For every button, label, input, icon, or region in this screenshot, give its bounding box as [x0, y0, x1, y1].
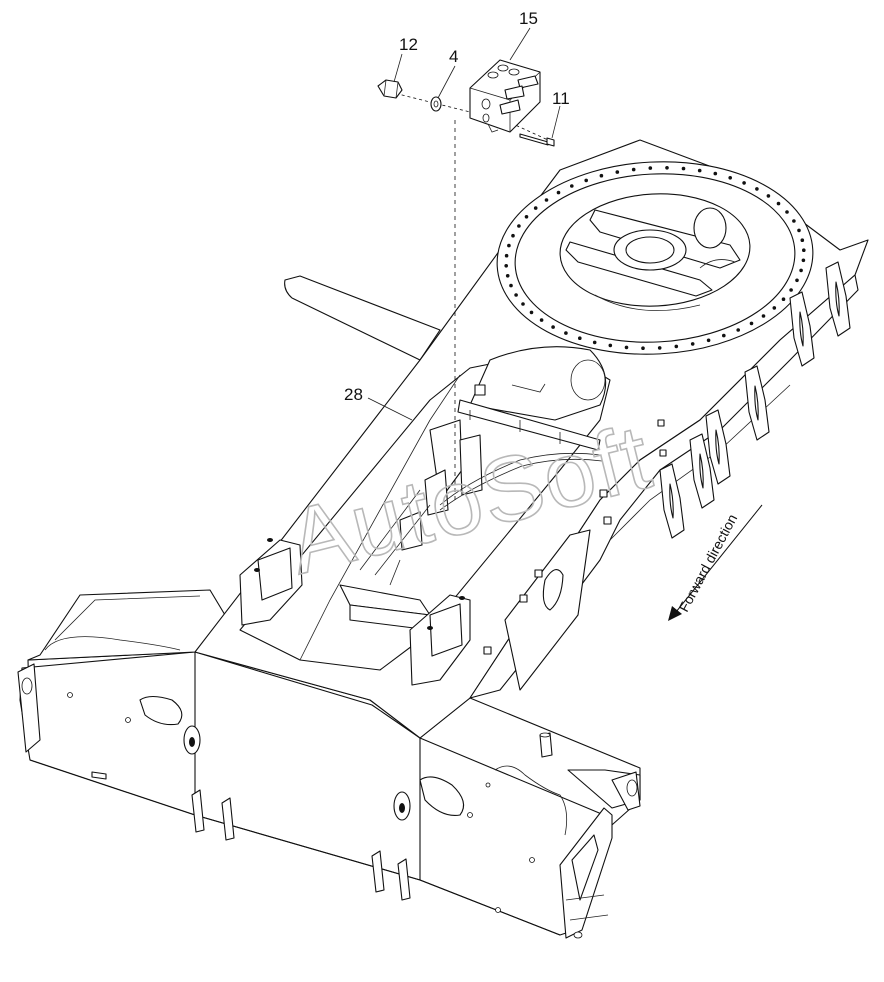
ring-bolt-hole: [539, 318, 544, 322]
callout-15: 15: [519, 9, 538, 28]
ring-bolt-hole: [624, 345, 629, 350]
ring-bolt-hole: [797, 228, 801, 233]
ring-bolt-hole: [789, 288, 793, 292]
side-lug-slot: [699, 453, 704, 489]
nut-part: [377, 79, 403, 99]
callout-labels: 12 4 15 11 28: [344, 9, 570, 404]
ring-bolt-hole: [736, 328, 740, 332]
ring-bolt-hole: [761, 314, 766, 318]
side-lug-slot: [669, 483, 674, 519]
ring-bolt-hole: [800, 238, 805, 242]
ring-bolt-hole: [514, 293, 518, 297]
rear-cross-beam: [17, 589, 641, 939]
ring-bolt-hole: [529, 310, 534, 315]
ring-bolt-hole: [615, 170, 620, 174]
ring-bolt-hole: [564, 331, 568, 335]
ring-bolt-hole: [706, 338, 711, 343]
ring-bolt-hole: [749, 321, 754, 326]
ring-bolt-hole: [799, 268, 803, 273]
hydraulic-block-assembly: [377, 59, 555, 500]
ring-bolt-hole: [781, 297, 786, 302]
ring-bolt-hole: [690, 342, 695, 346]
ring-bolt-hole: [556, 190, 561, 195]
ring-bolt-hole: [772, 306, 777, 310]
forward-direction-indicator: Forward direction: [675, 511, 740, 614]
ring-bolt-hole: [505, 274, 510, 278]
ring-bolt-hole: [517, 224, 521, 228]
ring-bolt-hole: [504, 264, 509, 268]
yaw-ring: [496, 161, 814, 355]
ring-bolt-hole: [665, 166, 669, 170]
washer-part: [430, 96, 442, 112]
ring-bolt-hole: [551, 325, 555, 329]
ring-bolt-hole: [801, 258, 806, 263]
ring-bolt-hole: [755, 187, 759, 191]
ring-bolt-hole: [722, 333, 726, 338]
side-lug-slot: [835, 281, 840, 317]
ring-bolt-hole: [681, 166, 686, 171]
ring-bolt-hole: [802, 248, 806, 252]
direction-label: Forward direction: [675, 511, 740, 614]
lifting-lugs: [239, 261, 851, 686]
ring-bolt-hole: [742, 181, 746, 185]
ring-bolt-hole: [507, 243, 511, 248]
side-lug-slot: [754, 385, 759, 421]
ring-bolt-hole: [631, 167, 636, 172]
ring-bolt-hole: [713, 171, 718, 176]
ring-bolt-hole: [570, 184, 574, 188]
ring-bolt-hole: [785, 210, 789, 214]
ring-bolt-hole: [504, 253, 509, 258]
ring-bolt-hole: [511, 233, 515, 238]
bolt-part: [519, 133, 549, 146]
callout-4: 4: [449, 47, 458, 66]
ring-bolt-hole: [544, 198, 549, 202]
ring-bolt-hole: [657, 346, 662, 350]
inner-structure: [339, 346, 607, 631]
direction-arrow-head: [668, 606, 682, 621]
ring-bolt-hole: [648, 166, 653, 170]
ring-bolt-hole: [795, 278, 799, 283]
ring-bolt-hole: [521, 302, 525, 306]
ring-bolt-hole: [584, 178, 588, 183]
ring-bolt-hole: [592, 340, 597, 345]
ring-bolt-hole: [599, 173, 604, 178]
ring-bolt-hole: [533, 206, 538, 210]
callout-12: 12: [399, 35, 418, 54]
ring-bolt-hole: [641, 346, 645, 351]
leader-lines: [367, 27, 561, 421]
ring-bolt-hole: [578, 336, 582, 341]
ring-bolt-hole: [776, 201, 781, 206]
ring-bolt-hole: [728, 176, 732, 180]
ring-bolt-hole: [509, 283, 513, 288]
ring-bolt-hole: [608, 343, 613, 348]
ring-bolt-hole: [792, 219, 796, 223]
ring-bolt-hole: [697, 168, 702, 173]
ring-bolt-hole: [766, 194, 771, 198]
callout-11: 11: [552, 89, 570, 108]
direction-arrow: [668, 504, 763, 621]
ring-bolt-hole: [674, 344, 679, 349]
ring-bolt-hole: [524, 215, 529, 219]
callout-28: 28: [344, 385, 363, 404]
side-lug-slot: [799, 311, 804, 347]
side-lug-slot: [715, 429, 720, 465]
